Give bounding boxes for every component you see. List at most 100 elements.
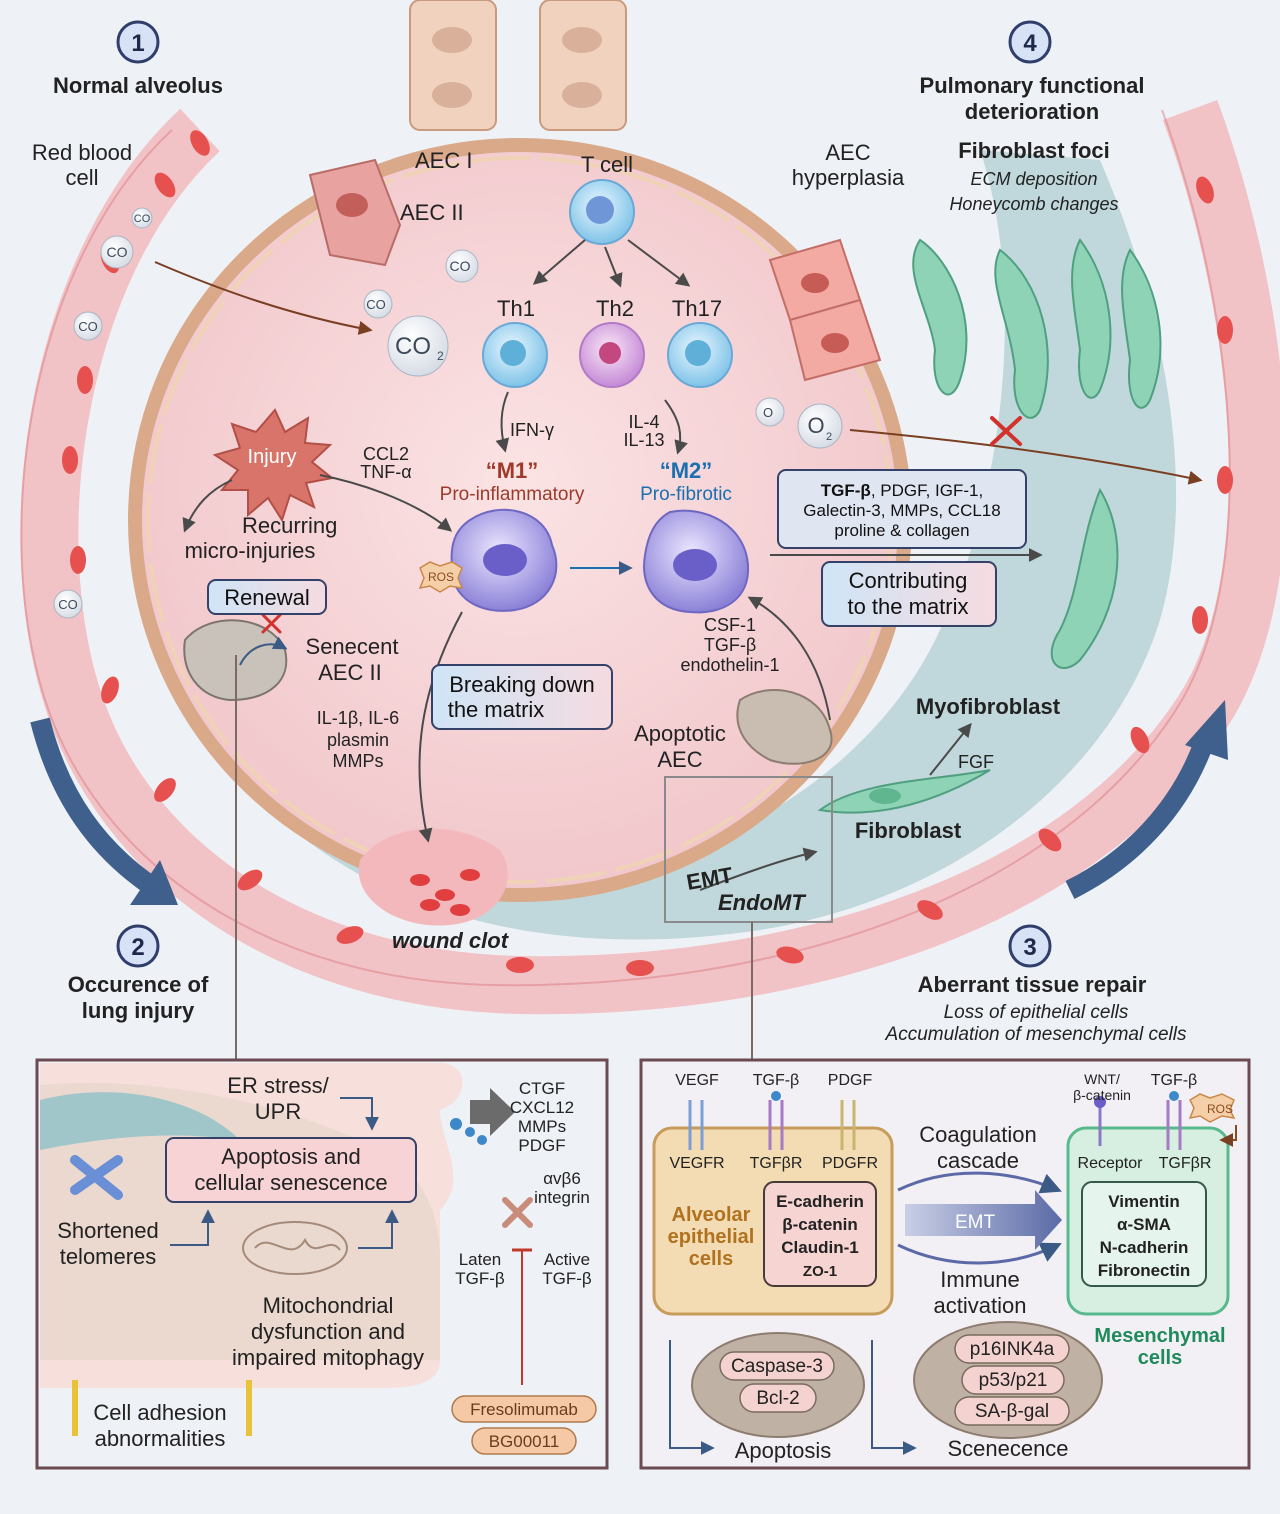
active-line2: TGF-β — [542, 1269, 592, 1288]
tgf-box-rest: , PDGF, IGF-1, — [871, 481, 983, 500]
stage-4-title-line2: deterioration — [965, 99, 1099, 124]
apoptotic-aec-cell — [736, 689, 833, 765]
receptor-tgfbr: TGFβR — [750, 1155, 803, 1172]
coag-line1: Coagulation — [919, 1122, 1036, 1147]
contributing-line2: to the matrix — [847, 594, 968, 619]
marker-claudin1: Claudin-1 — [781, 1238, 858, 1257]
marker-bcatenin: β-catenin — [782, 1215, 858, 1234]
rbc-label-line2: cell — [65, 165, 98, 190]
fgf-label: FGF — [958, 752, 994, 772]
senescent-line1: Senecent — [306, 634, 399, 659]
injury-label: Injury — [248, 446, 297, 468]
aec2-label: AEC II — [400, 200, 464, 225]
stage-4-number: 4 — [1023, 30, 1037, 57]
endomt-label: EndoMT — [718, 890, 806, 915]
panel-emt-label: EMT — [955, 1212, 996, 1233]
tgf-box-bold: TGF-β — [821, 481, 871, 500]
active-line1: Active — [544, 1250, 590, 1269]
senescence-label: Scenecence — [947, 1436, 1068, 1461]
stage-3-number: 3 — [1023, 934, 1036, 961]
mito-line3: impaired mitophagy — [232, 1345, 424, 1370]
marker-ecadherin: E-cadherin — [776, 1192, 864, 1211]
marker-vimentin: Vimentin — [1108, 1192, 1179, 1211]
tgfb-csf-label: TGF-β — [704, 635, 756, 655]
th17-label: Th17 — [672, 296, 722, 321]
latent-line1: Laten — [459, 1250, 502, 1269]
telomeres-line1: Shortened — [57, 1218, 159, 1243]
il4-label: IL-4 — [628, 412, 659, 432]
co2-label-3: CO — [78, 319, 98, 334]
co2-label-1: CO — [134, 213, 151, 225]
stage-2-title-line2: lung injury — [82, 998, 195, 1023]
arrow-tcell-th1 — [532, 239, 586, 285]
senescent-line2: AEC II — [318, 660, 382, 685]
fresolimumab-pill — [451, 1395, 597, 1423]
arrow-tcell-th2 — [604, 246, 623, 288]
arrow-o2-blocked — [849, 429, 1203, 485]
airway-epithelium — [409, 0, 627, 131]
t-cell — [569, 179, 635, 245]
arrow-tcell-th17 — [627, 239, 691, 287]
receptor-vegfr: VEGFR — [669, 1155, 724, 1172]
integrin-line1: αvβ6 — [543, 1169, 581, 1188]
myofibroblast-label: Myofibroblast — [916, 694, 1061, 719]
csf-label: CSF-1 — [704, 615, 756, 635]
left-panel — [35, 1058, 609, 1470]
breaking-down-box — [431, 664, 613, 730]
th2-cell — [579, 322, 645, 388]
epithelial-markers-box — [763, 1181, 877, 1287]
stage-4-title-line1: Pulmonary functional — [920, 73, 1145, 98]
co2-sub-7: 2 — [437, 349, 444, 363]
factor-pdgf: PDGF — [518, 1136, 565, 1155]
alveolar-line3: cells — [689, 1248, 733, 1270]
marker-fibronectin: Fibronectin — [1098, 1261, 1191, 1280]
apoptosis-box-line2: cellular senescence — [194, 1170, 387, 1195]
recurring-line2: micro-injuries — [185, 538, 316, 563]
marker-zo1: ZO-1 — [803, 1263, 837, 1280]
ligand-tgfb: TGF-β — [753, 1072, 800, 1089]
factor-cxcl12: CXCL12 — [510, 1098, 574, 1117]
alveolar-line2: epithelial — [668, 1226, 755, 1248]
red-blood-cells — [62, 130, 1233, 976]
aec-hyperplasia-cells — [768, 238, 882, 382]
stage-arrow-1-2 — [30, 717, 156, 894]
arrow-emt — [699, 847, 818, 891]
ccl2-label: CCL2 — [363, 444, 409, 464]
adhesion-line1: Cell adhesion — [93, 1400, 226, 1425]
il1b-label: IL-1β, IL-6 — [317, 708, 399, 728]
tgf-box-line1: TGF-β, PDGF, IGF-1, — [821, 481, 983, 500]
m2-subtitle: Pro-fibrotic — [640, 484, 732, 505]
rbc-label-line1: Red blood — [32, 140, 132, 165]
telomeres-line2: telomeres — [60, 1244, 157, 1269]
t-cell-label: T cell — [581, 152, 633, 177]
integrin-line2: integrin — [534, 1188, 590, 1207]
mesenchymal-line2: cells — [1138, 1347, 1182, 1369]
m2-label: “M2” — [660, 458, 713, 483]
marker-p53: p53/p21 — [979, 1370, 1048, 1391]
o2-label-2: O — [807, 413, 824, 438]
stage-1-title: Normal alveolus — [53, 73, 223, 98]
contributing-box — [821, 561, 997, 627]
mito-line2: dysfunction and — [251, 1319, 405, 1344]
tgf-box-line2: Galectin-3, MMPs, CCL18 — [803, 501, 1000, 520]
er-stress-line1: ER stress/ — [227, 1073, 329, 1098]
plasmin-label: plasmin — [327, 730, 389, 750]
marker-p16: p16INK4a — [970, 1339, 1055, 1360]
breaking-down-line2: the matrix — [448, 697, 545, 722]
th2-label: Th2 — [596, 296, 634, 321]
stage-2-number: 2 — [131, 934, 144, 961]
marker-sabgal: SA-β-gal — [975, 1401, 1049, 1422]
endothelin-label: endothelin-1 — [680, 655, 779, 675]
myofibroblast-cell — [1050, 487, 1119, 670]
panel-ros-label: ROS — [1207, 1102, 1233, 1116]
marker-bcl2: Bcl-2 — [756, 1388, 799, 1409]
stage-arrow-3-4 — [1065, 736, 1215, 899]
ros-burst-panel — [1188, 1093, 1236, 1123]
il13-label: IL-13 — [623, 430, 664, 450]
factor-ctgf: CTGF — [519, 1079, 565, 1098]
arrow-injury-m1 — [319, 474, 453, 532]
interstitium — [144, 150, 1177, 940]
immune-line2: activation — [934, 1293, 1027, 1318]
th17-cell — [667, 322, 733, 388]
o2-label-1: O — [763, 405, 773, 420]
